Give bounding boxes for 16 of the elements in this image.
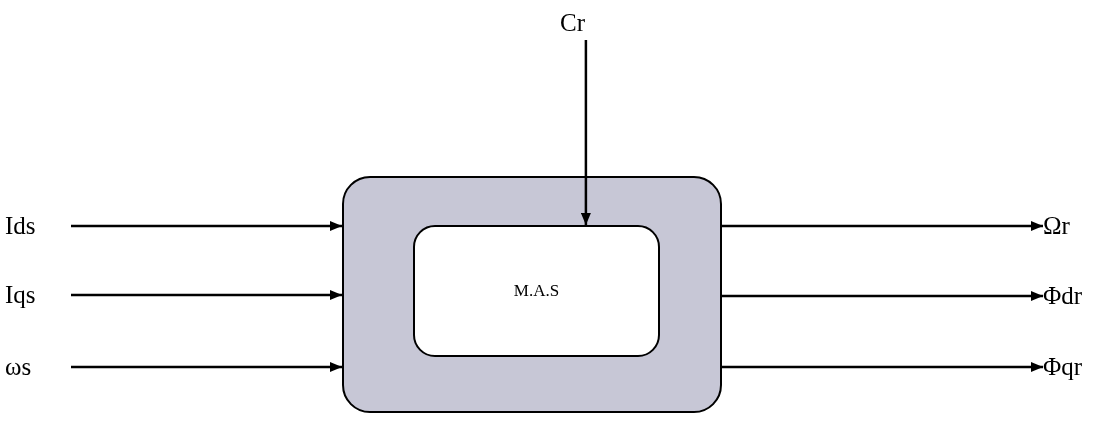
arrow (722, 291, 1043, 301)
arrow (722, 362, 1043, 372)
signal-label: Iqs (5, 279, 71, 311)
signal-label: ωs (5, 351, 71, 383)
arrow (71, 290, 342, 300)
arrow (722, 221, 1043, 231)
arrow (71, 221, 342, 231)
arrow (71, 362, 342, 372)
signal-label: Ωr (1043, 210, 1093, 242)
signal-label: Ids (5, 210, 71, 242)
block-box: M.A.S (413, 225, 660, 357)
signal-label: Φdr (1043, 280, 1096, 312)
arrow (580, 40, 591, 225)
signal-label: Φqr (1043, 351, 1096, 383)
signal-label: Cr (560, 6, 616, 40)
outer-box (342, 176, 722, 413)
